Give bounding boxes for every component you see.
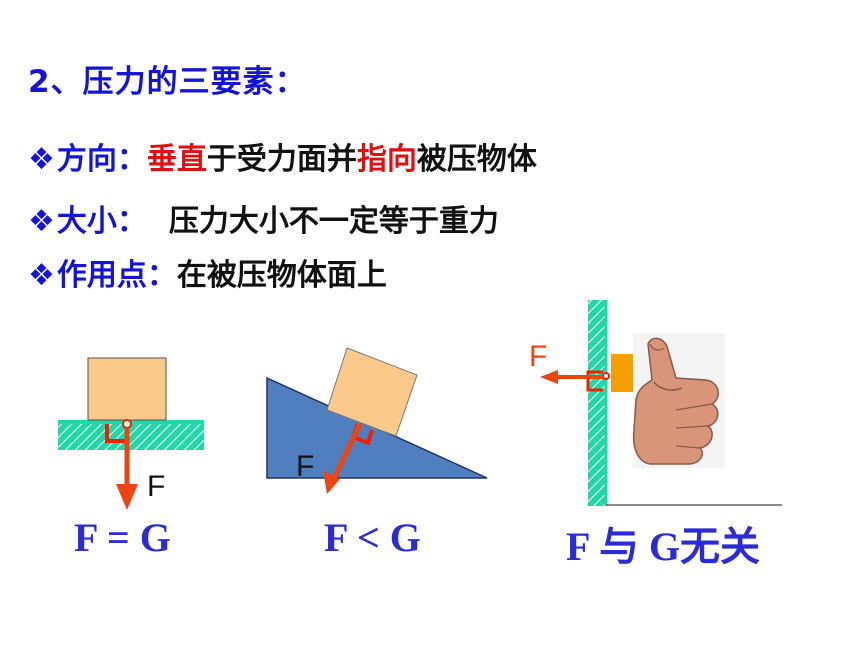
direction-label: 方向： [56,142,147,177]
incline-force-arrow-head [323,471,340,494]
incline-formula: F < G [324,515,421,560]
wall-right-angle-mark [586,370,603,392]
wall-force-label: F [529,340,548,373]
section-heading: 2、压力的三要素： [28,64,307,100]
magnitude-label: 大小： [56,204,147,239]
hand-crease [653,381,683,391]
wall-diagram [540,300,782,506]
diamond-bullet-icon: ❖ [28,258,55,293]
finger-lines [675,403,713,449]
hand-shape [632,337,719,465]
incline-force-label: F [296,450,315,483]
flat-right-angle-mark [105,424,125,443]
perpendicular-text: 垂直 [146,142,207,177]
flat-surface-diagram [58,357,204,510]
diamond-bullet-icon: ❖ [28,142,55,177]
flat-formula: F = G [74,515,171,560]
magnitude-text: 压力大小不一定等于重力 [168,204,499,239]
pointing-text: 指向 [356,142,417,177]
wall-hatch [588,300,606,506]
flat-force-arrow-head [116,484,138,510]
direction-text-end: 被压物体 [416,142,537,177]
application-point-label: 作用点： [56,258,177,293]
thumb-hand-icon [632,333,725,468]
wall-formula: F 与 G无关 [566,524,761,569]
thumbnail [649,343,665,351]
direction-text-mid: 于受力面并 [206,142,357,177]
incline-block [326,347,418,437]
incline-diagram [266,347,488,494]
application-point-text: 在被压物体面上 [176,258,387,293]
application-point-item: ❖作用点：在被压物体面上 [28,250,387,294]
incline-force-arrow-shaft [331,422,363,480]
diamond-bullet-icon: ❖ [28,204,55,239]
flat-application-point [122,419,132,429]
direction-item: ❖方向：垂直于受力面并指向被压物体 [28,134,537,178]
small-block [611,354,633,392]
wall-force-arrow-head [540,370,558,384]
flat-force-label: F [147,470,166,503]
wall-application-point [602,372,610,380]
magnitude-item: ❖大小： 压力大小不一定等于重力 [28,196,499,240]
flat-block [87,357,167,421]
